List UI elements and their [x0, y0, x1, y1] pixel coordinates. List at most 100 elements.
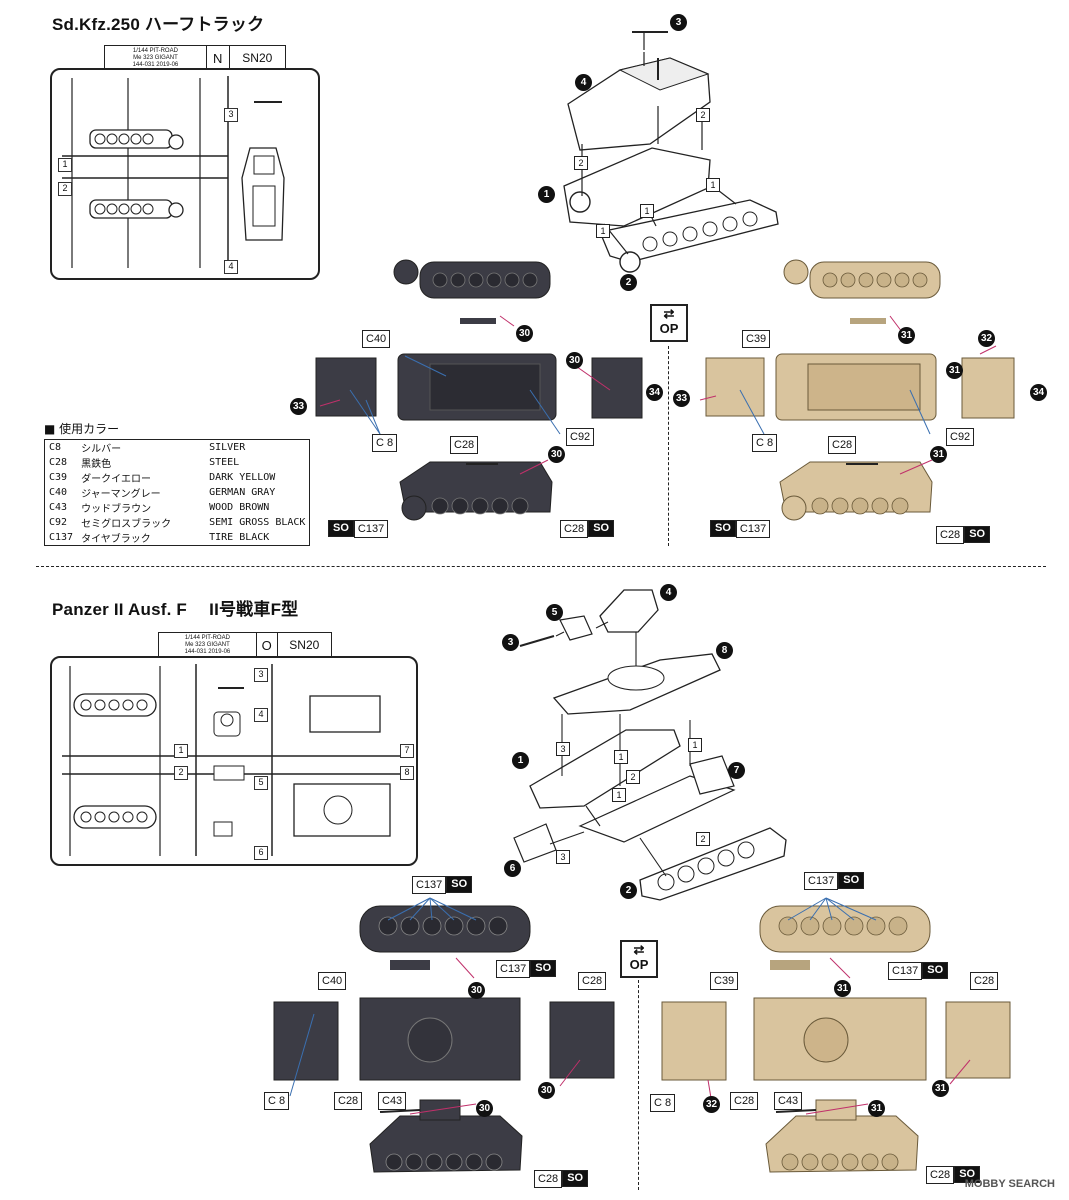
panzer-dark-c40: C40 — [318, 972, 347, 990]
sprue-o-tag: 1/144 PIT-ROAD Me 323 GIGANT 144-031 201… — [158, 632, 332, 658]
legend-code: C8 — [49, 442, 62, 453]
sprue-n-gate-1: 1 — [58, 158, 72, 172]
panzer-tan-decal-32: 32 — [703, 1096, 720, 1113]
sdkfz-title: Sd.Kfz.250 ハーフトラック — [52, 15, 265, 34]
panzer-dark-mid-c137-so: C137 SO — [496, 960, 557, 978]
panzer-arrow-3b: 3 — [556, 850, 570, 864]
sprue-o-gate-3: 3 — [254, 668, 268, 682]
sprue-o-gate-4: 4 — [254, 708, 268, 722]
panzer-tan-c39: C39 — [710, 972, 739, 990]
panzer-step-2: 2 — [620, 882, 637, 899]
op-arrows-icon-2: ⇄ — [633, 942, 645, 957]
sprue-o-gate-2: 2 — [174, 766, 188, 780]
panzer-tan-mid-c137-so: C137 SO — [888, 962, 949, 980]
sdkfz-tan-views — [699, 259, 1015, 521]
panzer-dark-c8: C 8 — [264, 1092, 290, 1110]
sdkfz-dark-c40: C40 — [362, 330, 391, 348]
sdkfz-dark-c92: C92 — [566, 428, 595, 446]
panzer-dark-c28-so: C28 SO — [534, 1170, 589, 1188]
sprue-o-gate-1: 1 — [174, 744, 188, 758]
legend-row: C28 黒鉄色 STEEL — [45, 455, 310, 470]
sdkfz-tan-decal-34: 34 — [1030, 384, 1047, 401]
sdkfz-dark-so-c137: SO C137 — [328, 520, 389, 538]
panzer-op-badge: ⇄ OP — [620, 940, 658, 978]
sprue-n-gate-4: 4 — [224, 260, 238, 274]
sdkfz-dark-decal-33: 33 — [290, 398, 307, 415]
panzer-tan-decal-31c: 31 — [868, 1100, 885, 1117]
watermark-logo: MOBBY SEARCH — [964, 1178, 1055, 1190]
sprue-n-tag: 1/144 PIT-ROAD Me 323 GIGANT 144-031 201… — [104, 45, 286, 71]
legend-en: DARK YELLOW — [209, 472, 276, 483]
panzer-tan-c8: C 8 — [650, 1094, 676, 1112]
sdkfz-op-badge: ⇄ OP — [650, 304, 688, 342]
sdkfz-dark-c8: C 8 — [372, 434, 398, 452]
sdkfz-dark-decal-34: 34 — [646, 384, 663, 401]
sprue-n-gate-3: 3 — [224, 108, 238, 122]
sdkfz-tan-c28-top: C28 — [828, 436, 857, 454]
legend-en: STEEL — [209, 457, 240, 468]
panzer-step-1: 1 — [512, 752, 529, 769]
legend-heading: ■ 使用カラー — [44, 422, 120, 436]
legend-jp: ウッドブラウン — [81, 504, 152, 515]
legend-jp: 黒鉄色 — [81, 459, 112, 470]
sdkfz-tan-decal-32: 32 — [978, 330, 995, 347]
panzer-dark-top-c137-so: C137 SO — [412, 876, 473, 894]
sdkfz-step-3: 3 — [670, 14, 687, 31]
legend-en: WOOD BROWN — [209, 502, 270, 513]
sdkfz-tan-decal-31b: 31 — [946, 362, 963, 379]
sdkfz-divider — [668, 346, 669, 546]
sdkfz-tan-decal-31c: 31 — [930, 446, 947, 463]
panzer-dark-views — [273, 897, 615, 1173]
sdkfz-dark-decal-30b: 30 — [566, 352, 583, 369]
sprue-n-gate-2: 2 — [58, 182, 72, 196]
sprue-o-gate-8: 8 — [400, 766, 414, 780]
sdkfz-arrow-2b: 2 — [574, 156, 588, 170]
panzer-dark-c28-low: C28 — [334, 1092, 363, 1110]
panzer-tan-decal-31a: 31 — [834, 980, 851, 997]
panzer-tan-top-c137-so: C137 SO — [804, 872, 865, 890]
panzer-tan-c28-low: C28 — [730, 1092, 759, 1110]
section-divider — [36, 566, 1046, 567]
panzer-step-3: 3 — [502, 634, 519, 651]
panzer-arrow-2a: 2 — [626, 770, 640, 784]
sprue-o-parts — [62, 664, 404, 856]
panzer-step-7: 7 — [728, 762, 745, 779]
panzer-dark-c43: C43 — [378, 1092, 407, 1110]
legend-code: C39 — [49, 472, 68, 483]
sprue-o-gate-6: 6 — [254, 846, 268, 860]
legend-en: TIRE BLACK — [209, 532, 270, 543]
legend-en: SILVER — [209, 442, 246, 453]
panzer-tan-decal-31b: 31 — [932, 1080, 949, 1097]
panzer-dark-decal-30c: 30 — [476, 1100, 493, 1117]
panzer-arrow-3a: 3 — [556, 742, 570, 756]
sdkfz-tan-decal-31a: 31 — [898, 327, 915, 344]
sprue-o-gate-5: 5 — [254, 776, 268, 790]
legend-jp: ジャーマングレー — [81, 489, 161, 500]
legend-code: C137 — [49, 532, 74, 543]
panzer-step-8: 8 — [716, 642, 733, 659]
panzer-tan-c28-rear: C28 — [970, 972, 999, 990]
sdkfz-tan-decal-33: 33 — [673, 390, 690, 407]
sdkfz-dark-c28-top: C28 — [450, 436, 479, 454]
sprue-o-code: SN20 — [276, 633, 331, 657]
legend-jp: シルバー — [81, 444, 122, 455]
panzer-step-5: 5 — [546, 604, 563, 621]
sdkfz-tan-so-c137: SO C137 — [710, 520, 771, 538]
sprue-n-code: SN20 — [228, 46, 285, 70]
panzer-tan-c43: C43 — [774, 1092, 803, 1110]
panzer-arrow-1c: 1 — [612, 788, 626, 802]
sprue-o-gate-7: 7 — [400, 744, 414, 758]
sdkfz-tan-c8: C 8 — [752, 434, 778, 452]
op-arrows-icon: ⇄ — [663, 306, 675, 321]
legend-code: C28 — [49, 457, 68, 468]
panzer-arrow-2b: 2 — [696, 832, 710, 846]
panzer-tan-views — [661, 897, 1011, 1173]
legend-code: C43 — [49, 502, 68, 513]
legend-row: C43 ウッドブラウン WOOD BROWN — [45, 500, 310, 515]
